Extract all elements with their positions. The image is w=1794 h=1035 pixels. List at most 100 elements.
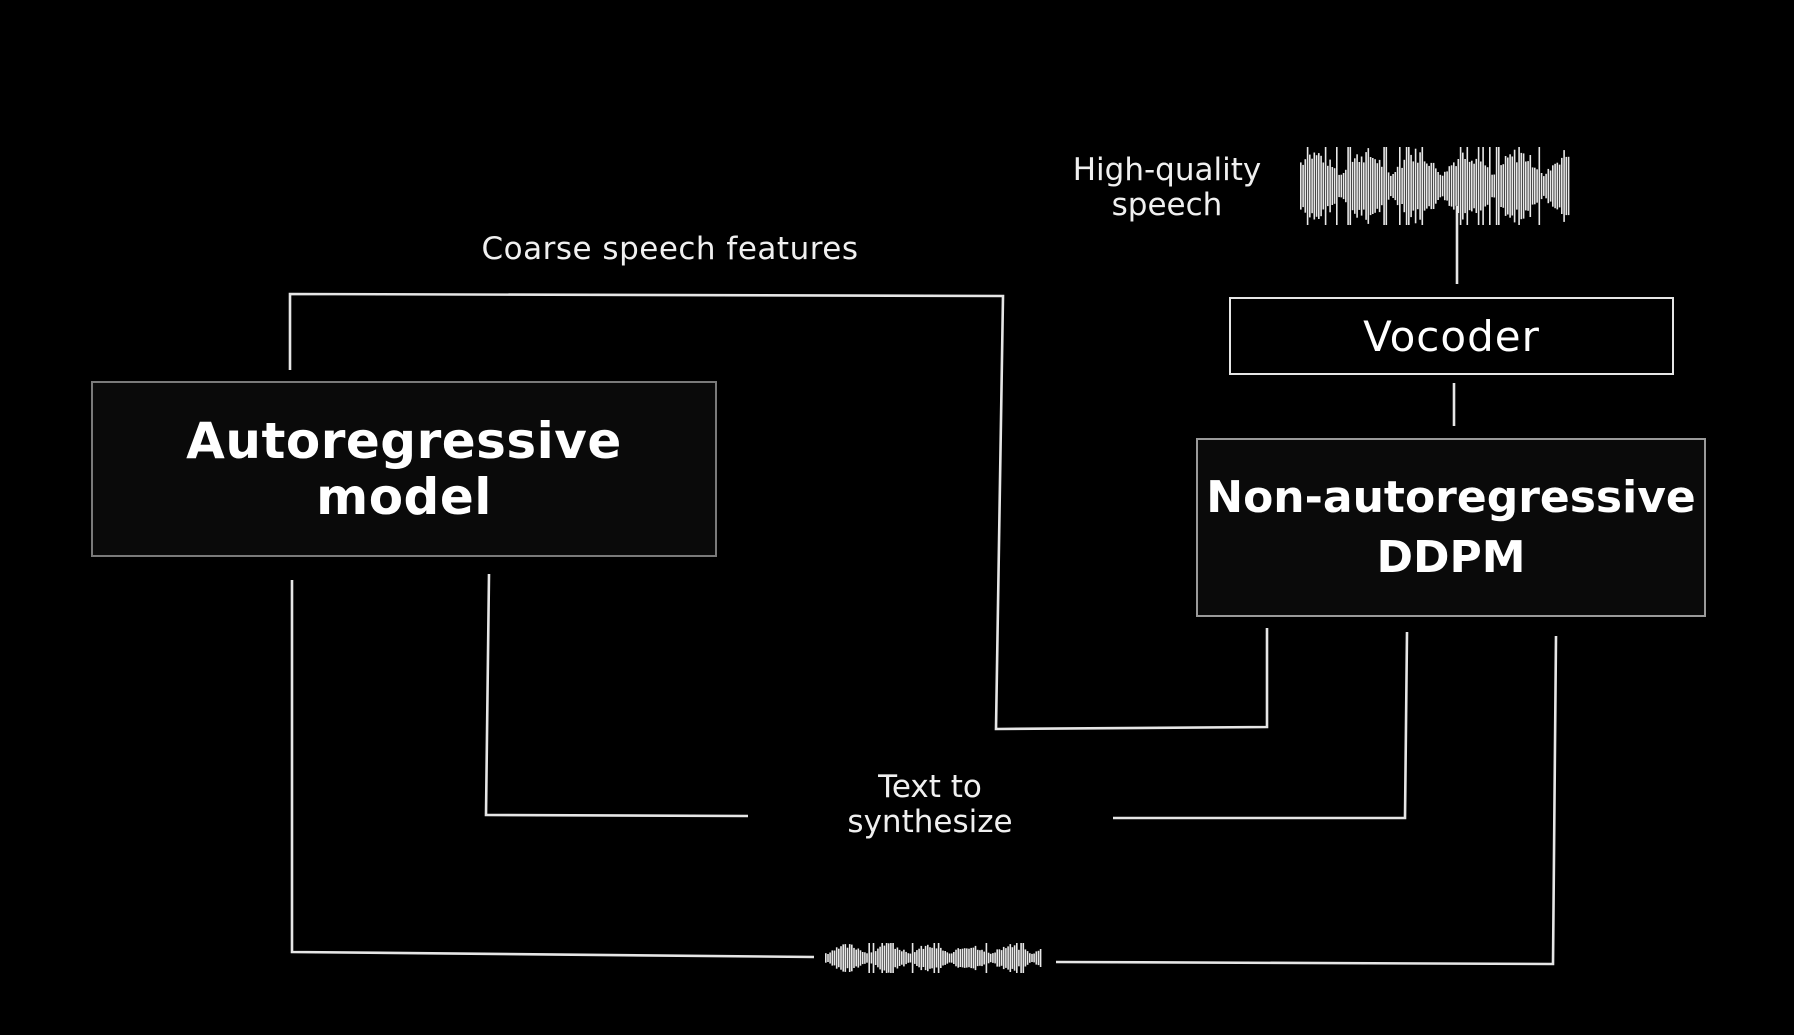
waveform-bar xyxy=(1396,166,1399,206)
waveform-bar xyxy=(987,952,990,964)
waveform-bar xyxy=(1016,943,1018,973)
waveform-bar xyxy=(857,948,860,968)
waveform-bar xyxy=(1372,158,1374,214)
waveform-bar xyxy=(1471,160,1473,212)
waveform-bar xyxy=(916,950,918,966)
waveform-bar xyxy=(907,953,910,963)
waveform-bar xyxy=(1315,155,1318,217)
waveform-bar xyxy=(1376,163,1379,209)
waveform-bar xyxy=(920,945,923,971)
waveform-bar xyxy=(1549,170,1552,202)
waveform-bar xyxy=(1450,165,1453,207)
waveform-bar xyxy=(955,949,957,967)
waveform-bar xyxy=(1300,162,1302,210)
waveform-bar xyxy=(1426,163,1428,209)
waveform-bar xyxy=(1475,158,1478,213)
waveform-bar xyxy=(1520,152,1523,220)
waveform-bar xyxy=(1500,165,1502,207)
waveform-bar xyxy=(831,950,834,966)
waveform-bar xyxy=(1385,147,1388,225)
waveform-bar xyxy=(1318,153,1320,219)
waveform-bar xyxy=(1365,152,1367,220)
waveform-bar xyxy=(1387,172,1390,200)
connector-audio-to-ar xyxy=(290,580,815,959)
waveform-bar xyxy=(859,950,862,966)
waveform-bar xyxy=(1489,147,1491,225)
waveform-bar xyxy=(1554,163,1556,209)
waveform-bar xyxy=(914,952,916,964)
waveform-bar xyxy=(1390,175,1392,197)
waveform-bar xyxy=(898,949,901,966)
waveform-bar xyxy=(1022,943,1025,973)
non-autoregressive-ddpm-node: Non-autoregressive DDPM xyxy=(1196,438,1706,617)
waveform-bar xyxy=(968,948,970,968)
waveform-bar xyxy=(974,945,977,971)
waveform-bar xyxy=(1518,147,1520,225)
waveform-bar xyxy=(855,949,857,967)
waveform-bar xyxy=(1538,147,1541,225)
waveform-bar xyxy=(1507,157,1509,215)
waveform-bar xyxy=(981,949,983,967)
waveform-bar xyxy=(1381,166,1383,206)
waveform-bar xyxy=(848,944,851,972)
waveform-bar xyxy=(957,948,959,968)
waveform-bar xyxy=(1453,162,1455,210)
waveform-bar xyxy=(1401,167,1403,204)
waveform-icon xyxy=(825,943,1042,973)
waveform-bar xyxy=(842,944,844,972)
waveform-bar xyxy=(896,947,899,969)
waveform-bar xyxy=(976,949,979,967)
waveform-bar xyxy=(1466,147,1469,225)
waveform-bar xyxy=(1392,174,1394,198)
non-autoregressive-ddpm-label: Non-autoregressive DDPM xyxy=(1206,471,1696,583)
waveform-bar xyxy=(1473,163,1475,209)
waveform-bar xyxy=(1477,147,1480,225)
waveform-bar xyxy=(881,943,883,973)
waveform-bar xyxy=(1013,945,1016,971)
waveform-bar xyxy=(1309,154,1311,218)
waveform-bar xyxy=(1417,162,1419,210)
waveform-bar xyxy=(1522,153,1525,219)
waveform-bar xyxy=(992,953,994,963)
waveform-bar xyxy=(879,946,881,970)
connector-text-to-ar xyxy=(484,573,749,818)
waveform-bar xyxy=(1026,951,1029,965)
waveform-bar xyxy=(1545,173,1547,199)
waveform-bar xyxy=(894,948,896,968)
waveform-bar xyxy=(1399,147,1401,225)
waveform-bar xyxy=(851,944,853,972)
high-quality-speech-label: High-quality speech xyxy=(1072,152,1262,223)
waveform-bar xyxy=(1561,157,1563,214)
waveform-bar xyxy=(905,951,907,965)
waveform-bar xyxy=(1502,164,1505,208)
waveform-bar xyxy=(1495,147,1498,225)
waveform-bar xyxy=(1304,159,1307,213)
waveform-bar xyxy=(1327,165,1329,207)
waveform-bar xyxy=(1383,147,1385,225)
connector-coarse-features xyxy=(288,292,1269,731)
waveform-bar xyxy=(901,951,903,965)
waveform-bar xyxy=(872,943,875,973)
waveform-bar xyxy=(940,947,942,968)
waveform-bar xyxy=(996,949,998,967)
waveform-bar xyxy=(1457,159,1460,213)
waveform-bar xyxy=(1419,152,1421,220)
waveform-bar xyxy=(1020,943,1022,973)
waveform-bar xyxy=(1441,175,1444,197)
waveform-bar xyxy=(929,947,931,969)
waveform-bar xyxy=(1345,169,1347,203)
waveform-bar xyxy=(1423,161,1426,211)
waveform-bar xyxy=(994,952,996,964)
waveform-bar xyxy=(877,948,879,968)
waveform-bar xyxy=(1035,951,1038,965)
waveform-bar xyxy=(1037,950,1040,966)
waveform-bar xyxy=(1313,152,1316,220)
waveform-bar xyxy=(885,943,888,973)
waveform-bar xyxy=(903,949,905,967)
vocoder-label: Vocoder xyxy=(1363,311,1540,361)
waveform-bar xyxy=(1455,166,1457,206)
waveform-bar xyxy=(1369,157,1372,216)
waveform-bar xyxy=(829,952,831,964)
